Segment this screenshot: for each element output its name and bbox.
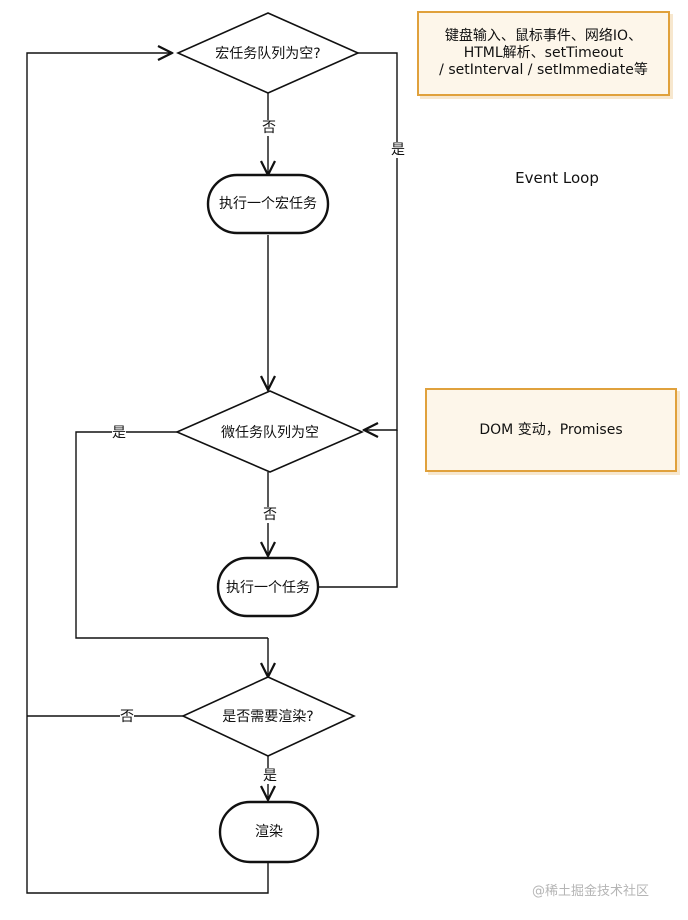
edge-loop-back [26, 53, 269, 894]
note-micro-task-sources: DOM 变动，Promises [425, 388, 677, 472]
decision-micro-queue-empty [174, 390, 364, 473]
process-run-macro-task [206, 173, 330, 235]
note-macro-task-sources: 键盘输入、鼠标事件、网络IO、 HTML解析、setTimeout / setI… [417, 11, 670, 96]
diagram-title: Event Loop [515, 169, 599, 187]
decision-need-render [181, 676, 356, 757]
watermark: @稀土掘金技术社区 [532, 884, 650, 899]
node-macro-queue-empty: 宏任务队列为空? [215, 46, 320, 62]
edge-run-task-loop [318, 430, 398, 588]
node-need-render: 是否需要渲染? [222, 709, 313, 725]
note-macro-line-3: / setInterval / setImmediate等 [439, 62, 648, 78]
label-macro-yes: 是 [391, 142, 405, 158]
label-macro-no: 否 [262, 120, 276, 136]
process-render [218, 800, 320, 864]
label-micro-no: 否 [263, 507, 277, 523]
label-render-no: 否 [120, 709, 134, 725]
label-micro-yes: 是 [112, 425, 126, 441]
node-micro-queue-empty: 微任务队列为空 [221, 425, 319, 441]
node-render: 渲染 [255, 824, 283, 840]
label-render-yes: 是 [263, 768, 277, 784]
process-run-task [216, 556, 320, 618]
node-run-task: 执行一个任务 [226, 580, 310, 596]
note-micro-text: DOM 变动，Promises [479, 421, 623, 438]
decision-macro-queue-empty [176, 12, 360, 94]
node-run-macro-task: 执行一个宏任务 [219, 196, 317, 212]
note-macro-line-1: 键盘输入、鼠标事件、网络IO、 [444, 28, 643, 44]
note-macro-line-2: HTML解析、setTimeout [463, 45, 624, 61]
edge-macro-yes [354, 52, 398, 430]
edge-micro-yes [75, 431, 268, 639]
